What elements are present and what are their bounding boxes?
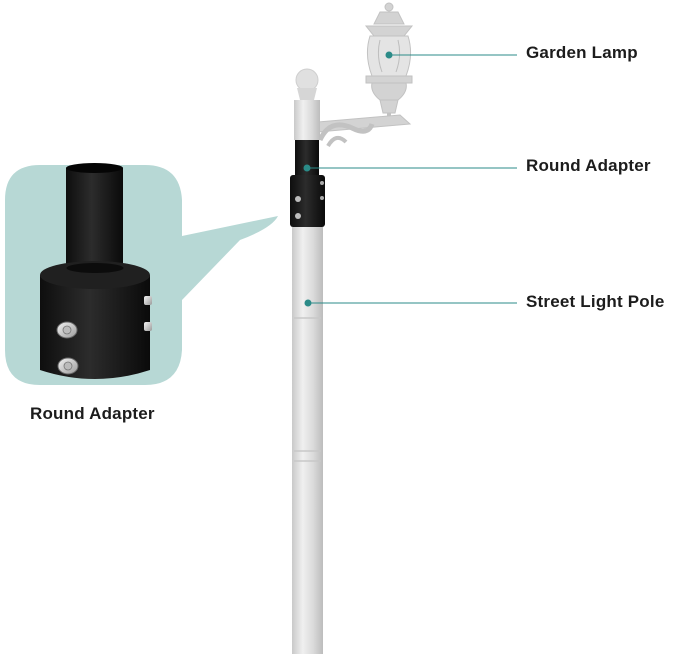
garden-lamp-illustration [317,2,414,148]
bolt-icon [56,321,78,339]
inset-caption: Round Adapter [30,404,155,423]
street-light-pole-illustration [290,68,325,654]
callout-round-adapter [303,164,517,172]
street-light-pole-label: Street Light Pole [526,292,665,311]
round-adapter-illustration [40,163,152,379]
callout-street-light-pole [304,299,517,307]
round-adapter-label: Round Adapter [526,156,651,175]
bolt-icon [57,357,79,375]
callout-garden-lamp [385,51,517,59]
garden-lamp-label: Garden Lamp [526,43,638,62]
